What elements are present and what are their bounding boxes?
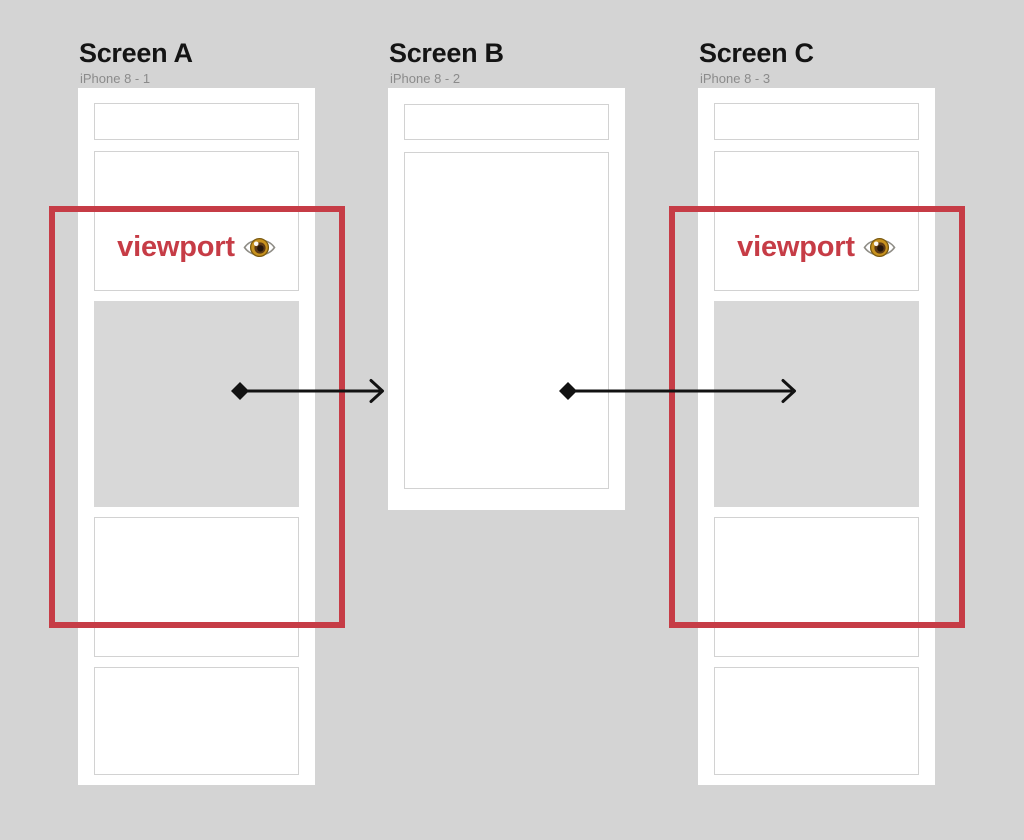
screen-b-frame[interactable]: [388, 88, 625, 510]
placeholder-box[interactable]: [94, 151, 299, 291]
placeholder-box[interactable]: [714, 151, 919, 291]
eye-icon: [243, 237, 276, 257]
viewport-rect-screen-a[interactable]: [49, 206, 345, 628]
placeholder-box[interactable]: [714, 103, 919, 140]
placeholder-box[interactable]: [94, 517, 299, 657]
viewport-rect-screen-c[interactable]: [669, 206, 965, 628]
screen-b-device-label: iPhone 8 - 2: [390, 71, 461, 86]
eye-icon: [863, 237, 896, 257]
viewport-label-screen-c: viewport: [698, 225, 935, 269]
screen-a-device-label: iPhone 8 - 1: [80, 71, 151, 86]
screen-c-frame[interactable]: [698, 88, 935, 785]
screen-b-title: Screen B: [389, 38, 504, 68]
placeholder-box-gray[interactable]: [714, 301, 919, 507]
placeholder-box[interactable]: [404, 152, 609, 489]
viewport-label-text: viewport: [737, 230, 855, 263]
arrow-head: [369, 379, 384, 403]
placeholder-box[interactable]: [94, 103, 299, 140]
screen-c-title: Screen C: [699, 38, 814, 68]
screen-c-device-label: iPhone 8 - 3: [700, 71, 771, 86]
placeholder-box[interactable]: [714, 517, 919, 657]
placeholder-box[interactable]: [404, 104, 609, 140]
placeholder-box[interactable]: [714, 667, 919, 775]
placeholder-box[interactable]: [94, 667, 299, 775]
screen-a-title: Screen A: [79, 38, 193, 68]
viewport-label-text: viewport: [117, 230, 235, 263]
placeholder-box-gray[interactable]: [94, 301, 299, 507]
screen-a-frame[interactable]: [78, 88, 315, 785]
viewport-label-screen-a: viewport: [78, 225, 315, 269]
